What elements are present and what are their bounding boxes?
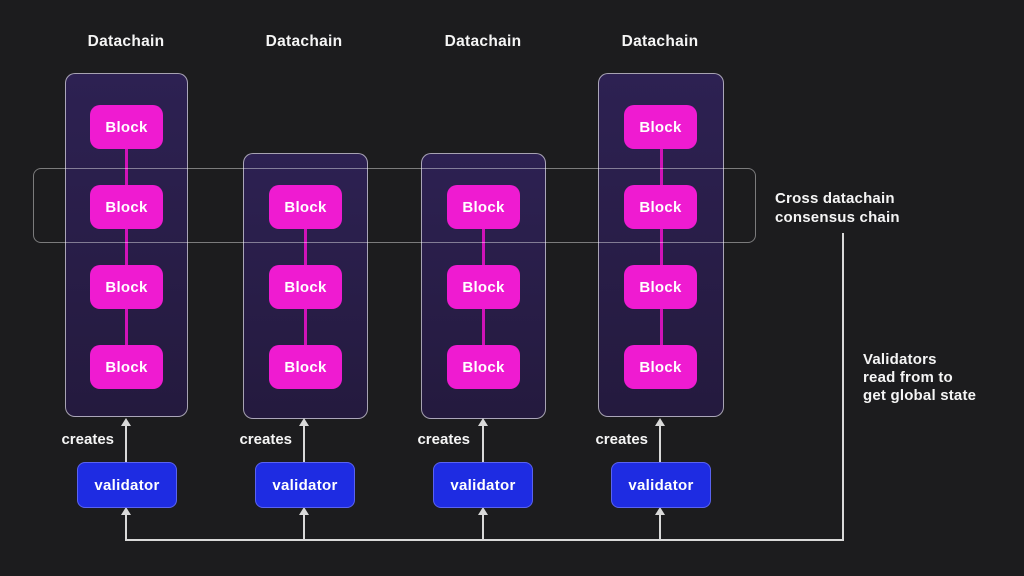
block-connector — [482, 229, 485, 265]
consensus-annotation-line2: consensus chain — [775, 209, 900, 226]
block-connector — [125, 149, 128, 185]
datachain-container-1: Block Block Block Block — [65, 73, 188, 417]
read-arrow-head — [655, 507, 665, 515]
block-node: Block — [624, 265, 697, 309]
block-connector — [304, 229, 307, 265]
creates-arrow-head — [121, 418, 131, 426]
consensus-band — [33, 168, 756, 243]
creates-arrow-shaft — [659, 426, 661, 462]
block-connector — [125, 309, 128, 345]
block-connector — [660, 309, 663, 345]
block-connector — [482, 309, 485, 345]
block-connector — [125, 229, 128, 265]
creates-arrow-shaft — [125, 426, 127, 462]
block-node: Block — [90, 105, 163, 149]
validators-note-line3: get global state — [863, 387, 977, 404]
creates-label-3: creates — [417, 431, 470, 448]
validator-box-4: validator — [611, 462, 711, 508]
read-arrow-head — [299, 507, 309, 515]
validator-box-2: validator — [255, 462, 355, 508]
validators-note-annotation: Validators read from to get global state — [863, 351, 976, 405]
creates-arrow-head — [478, 418, 488, 426]
block-connector — [660, 229, 663, 265]
creates-arrow-head — [299, 418, 309, 426]
datachain-title-4: Datachain — [621, 33, 699, 50]
block-node: Block — [90, 345, 163, 389]
block-node: Block — [624, 345, 697, 389]
consensus-chain-annotation: Cross datachain consensus chain — [775, 189, 900, 227]
block-connector — [660, 149, 663, 185]
block-node: Block — [624, 185, 697, 229]
validators-note-line1: Validators — [863, 351, 937, 368]
block-node: Block — [447, 185, 520, 229]
validator-box-1: validator — [77, 462, 177, 508]
creates-label-2: creates — [239, 431, 292, 448]
read-arrow-shaft — [303, 515, 305, 539]
creates-label-4: creates — [595, 431, 648, 448]
block-node: Block — [447, 265, 520, 309]
datachain-title-1: Datachain — [87, 33, 165, 50]
datachain-title-3: Datachain — [444, 33, 522, 50]
consensus-riser-line — [842, 233, 844, 541]
consensus-annotation-line1: Cross datachain — [775, 190, 895, 207]
creates-arrow-shaft — [482, 426, 484, 462]
datachain-title-2: Datachain — [265, 33, 343, 50]
creates-arrow-head — [655, 418, 665, 426]
block-node: Block — [269, 185, 342, 229]
block-node: Block — [90, 185, 163, 229]
read-arrow-shaft — [125, 515, 127, 539]
global-state-bus-line — [125, 539, 844, 541]
block-node: Block — [624, 105, 697, 149]
datachain-container-4: Block Block Block Block — [598, 73, 724, 417]
read-arrow-shaft — [482, 515, 484, 539]
read-arrow-shaft — [659, 515, 661, 539]
read-arrow-head — [478, 507, 488, 515]
validator-box-3: validator — [433, 462, 533, 508]
block-connector — [304, 309, 307, 345]
block-node: Block — [269, 265, 342, 309]
block-node: Block — [269, 345, 342, 389]
block-node: Block — [90, 265, 163, 309]
block-node: Block — [447, 345, 520, 389]
creates-arrow-shaft — [303, 426, 305, 462]
datachain-container-3: Block Block Block — [421, 153, 546, 419]
datachain-container-2: Block Block Block — [243, 153, 368, 419]
read-arrow-head — [121, 507, 131, 515]
validators-note-line2: read from to — [863, 369, 953, 386]
creates-label-1: creates — [61, 431, 114, 448]
